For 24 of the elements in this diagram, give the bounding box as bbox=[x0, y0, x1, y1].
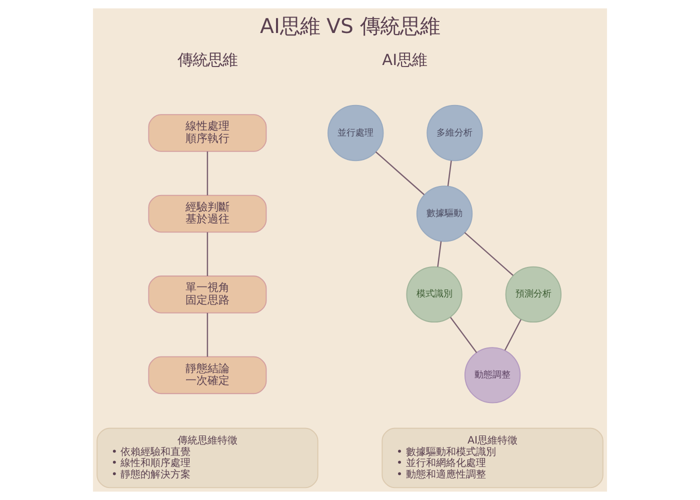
node-circle: 數據驅動 bbox=[416, 186, 473, 242]
label: AI思維 bbox=[382, 51, 428, 70]
node-box: 傳統思維特徵 • 依賴經驗和直覺 • 線性和順序處理 • 靜態的解決方案 bbox=[96, 428, 318, 488]
node-circle: 多維分析 bbox=[426, 104, 483, 162]
connector bbox=[375, 151, 425, 196]
connector bbox=[504, 319, 522, 351]
node-circle: 模式識別 bbox=[406, 266, 462, 323]
label: 傳統思維 bbox=[177, 51, 238, 70]
connector bbox=[447, 160, 452, 186]
node-circle: 動態調整 bbox=[464, 347, 521, 404]
connector bbox=[450, 317, 478, 353]
node-circle: 預測分析 bbox=[505, 266, 562, 323]
connector bbox=[206, 232, 208, 276]
connector bbox=[437, 241, 442, 267]
connector bbox=[206, 151, 208, 196]
connector bbox=[206, 312, 208, 357]
node-box: 線性處理 順序執行 bbox=[148, 114, 267, 152]
node-box: 靜態結論 一次確定 bbox=[148, 356, 267, 394]
node-box: 單一視角 固定思路 bbox=[148, 276, 267, 314]
node-box: 經驗判斷 基於過往 bbox=[148, 194, 267, 233]
diagram-title: AI思維 VS 傳統思維 bbox=[260, 14, 440, 38]
connector bbox=[464, 232, 514, 276]
node-box: AI思維特徵 • 數據驅動和模式識別 • 並行和網絡化處理 • 動態和適應性調整 bbox=[382, 428, 604, 488]
node-circle: 並行處理 bbox=[328, 104, 384, 162]
